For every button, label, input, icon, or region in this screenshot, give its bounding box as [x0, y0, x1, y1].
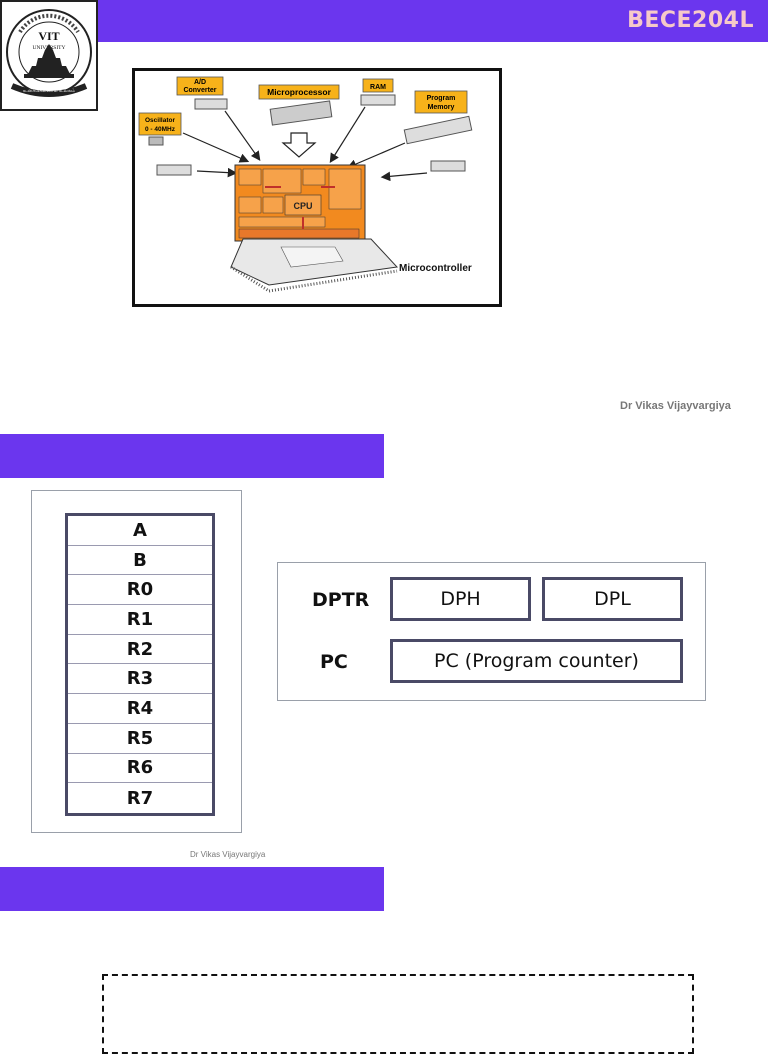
register-row: R7 [126, 787, 154, 809]
svg-text:A/D: A/D [194, 79, 206, 86]
author-credit-small: Dr Vikas Vijayvargiya [190, 850, 266, 859]
svg-text:RAM: RAM [370, 84, 386, 91]
svg-text:Microprocessor: Microprocessor [267, 87, 331, 97]
register-row: B [68, 546, 212, 576]
svg-text:0 - 40MHz: 0 - 40MHz [145, 126, 176, 133]
section-header-bar-2 [0, 867, 384, 911]
svg-text:CPU: CPU [293, 201, 312, 211]
register-row: A [68, 516, 212, 546]
register-table: A B R0 R1 R2 R3 R4 R5 R6 R7 [65, 513, 215, 816]
register-panel: A B R0 R1 R2 R3 R4 R5 R6 R7 [31, 490, 242, 833]
microcontroller-illustration: A/D Converter Microprocessor RAM Program… [138, 76, 473, 293]
register-row: R6 [68, 754, 212, 784]
dpl-box: DPL [542, 577, 683, 621]
register-row: R5 [68, 724, 212, 754]
vit-emblem-icon: VIT UNIVERSITY உனக்கெல்லாம் உலகம் [6, 9, 92, 97]
pc-box: PC (Program counter) [390, 639, 683, 683]
author-credit: Dr Vikas Vijayvargiya [620, 400, 731, 412]
register-row: R1 [68, 605, 212, 635]
svg-text:Program: Program [427, 95, 456, 102]
svg-text:Converter: Converter [183, 87, 216, 94]
section-header-bar [0, 434, 384, 478]
svg-text:VIT: VIT [38, 29, 59, 43]
svg-text:Oscillator: Oscillator [145, 117, 175, 124]
register-row: R4 [68, 694, 212, 724]
header-bar: BECE204L [0, 0, 768, 42]
svg-text:Microcontroller: Microcontroller [399, 263, 472, 274]
pc-label: PC [320, 651, 348, 673]
register-row: R3 [68, 664, 212, 695]
pointer-register-panel: DPTR DPH DPL PC PC (Program counter) [277, 562, 706, 701]
vit-logo: VIT UNIVERSITY உனக்கெல்லாம் உலகம் [0, 0, 98, 111]
dptr-label: DPTR [312, 589, 370, 611]
register-row: R2 [68, 635, 212, 665]
dph-box: DPH [390, 577, 531, 621]
dashed-frame [102, 974, 694, 1054]
svg-text:உனக்கெல்லாம் உலகம்: உனக்கெல்லாம் உலகம் [23, 88, 75, 94]
microcontroller-diagram: A/D Converter Microprocessor RAM Program… [132, 68, 502, 307]
register-row: R0 [68, 575, 212, 606]
svg-text:Memory: Memory [428, 104, 455, 111]
course-code: BECE204L [627, 8, 754, 33]
